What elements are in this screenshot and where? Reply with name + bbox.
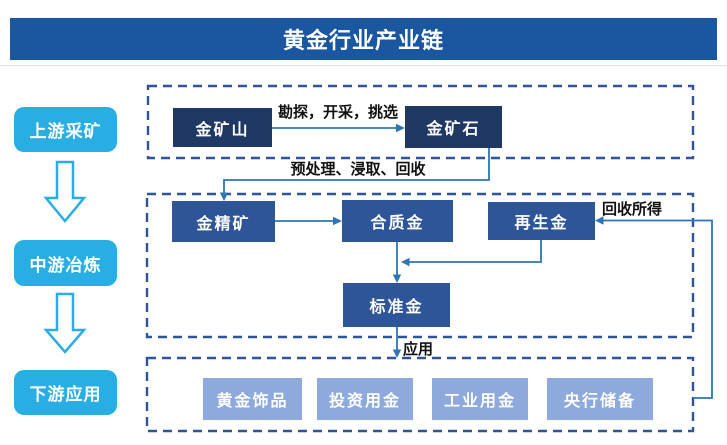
node-recycled-gold: 再生金 — [488, 202, 595, 240]
edge-alloy-to-standard — [392, 242, 402, 283]
edge-recycled-to-standard-line — [401, 240, 542, 267]
stage-midstream-smelting: 中游冶炼 — [14, 240, 117, 286]
edge-label-application: 应用 — [403, 340, 434, 358]
midstream-section-border — [145, 192, 695, 339]
node-gold-mine: 金矿山 — [173, 108, 272, 147]
title-banner: 黄金行业产业链 — [10, 18, 717, 60]
node-application-jewelry: 黄金饰品 — [203, 378, 302, 420]
edge-recycle-feedback-loop — [595, 216, 713, 399]
stage-downstream-application: 下游应用 — [14, 370, 117, 415]
node-standard-gold: 标准金 — [343, 283, 450, 327]
node-application-industrial: 工业用金 — [432, 378, 528, 420]
edge-label-pretreatment-leaching-recovery: 预处理、浸取、回收 — [290, 160, 426, 178]
edge-mine-to-ore — [272, 123, 405, 133]
node-gold-ore: 金矿石 — [405, 106, 502, 148]
upstream-section-border — [146, 84, 695, 160]
edge-label-recycle-proceeds: 回收所得 — [601, 200, 663, 218]
edge-ore-to-concentrate — [219, 148, 490, 201]
stage-arrow-midstream-to-downstream — [43, 292, 87, 354]
node-application-central-bank: 央行储备 — [547, 378, 653, 420]
edge-standard-to-applications — [392, 327, 402, 358]
page-title: 黄金行业产业链 — [282, 28, 444, 53]
stage-arrow-upstream-to-midstream — [43, 160, 87, 223]
stage-upstream-mining: 上游采矿 — [14, 107, 117, 152]
node-gold-concentrate: 金精矿 — [172, 201, 275, 242]
banner-underline — [0, 65, 727, 66]
edge-label-exploration-mining-selection: 勘探，开采，挑选 — [277, 103, 399, 121]
node-application-investment: 投资用金 — [317, 378, 413, 420]
edge-concentrate-to-alloy — [275, 216, 342, 226]
downstream-section-border — [145, 356, 695, 433]
node-alloy-gold: 合质金 — [342, 200, 453, 242]
